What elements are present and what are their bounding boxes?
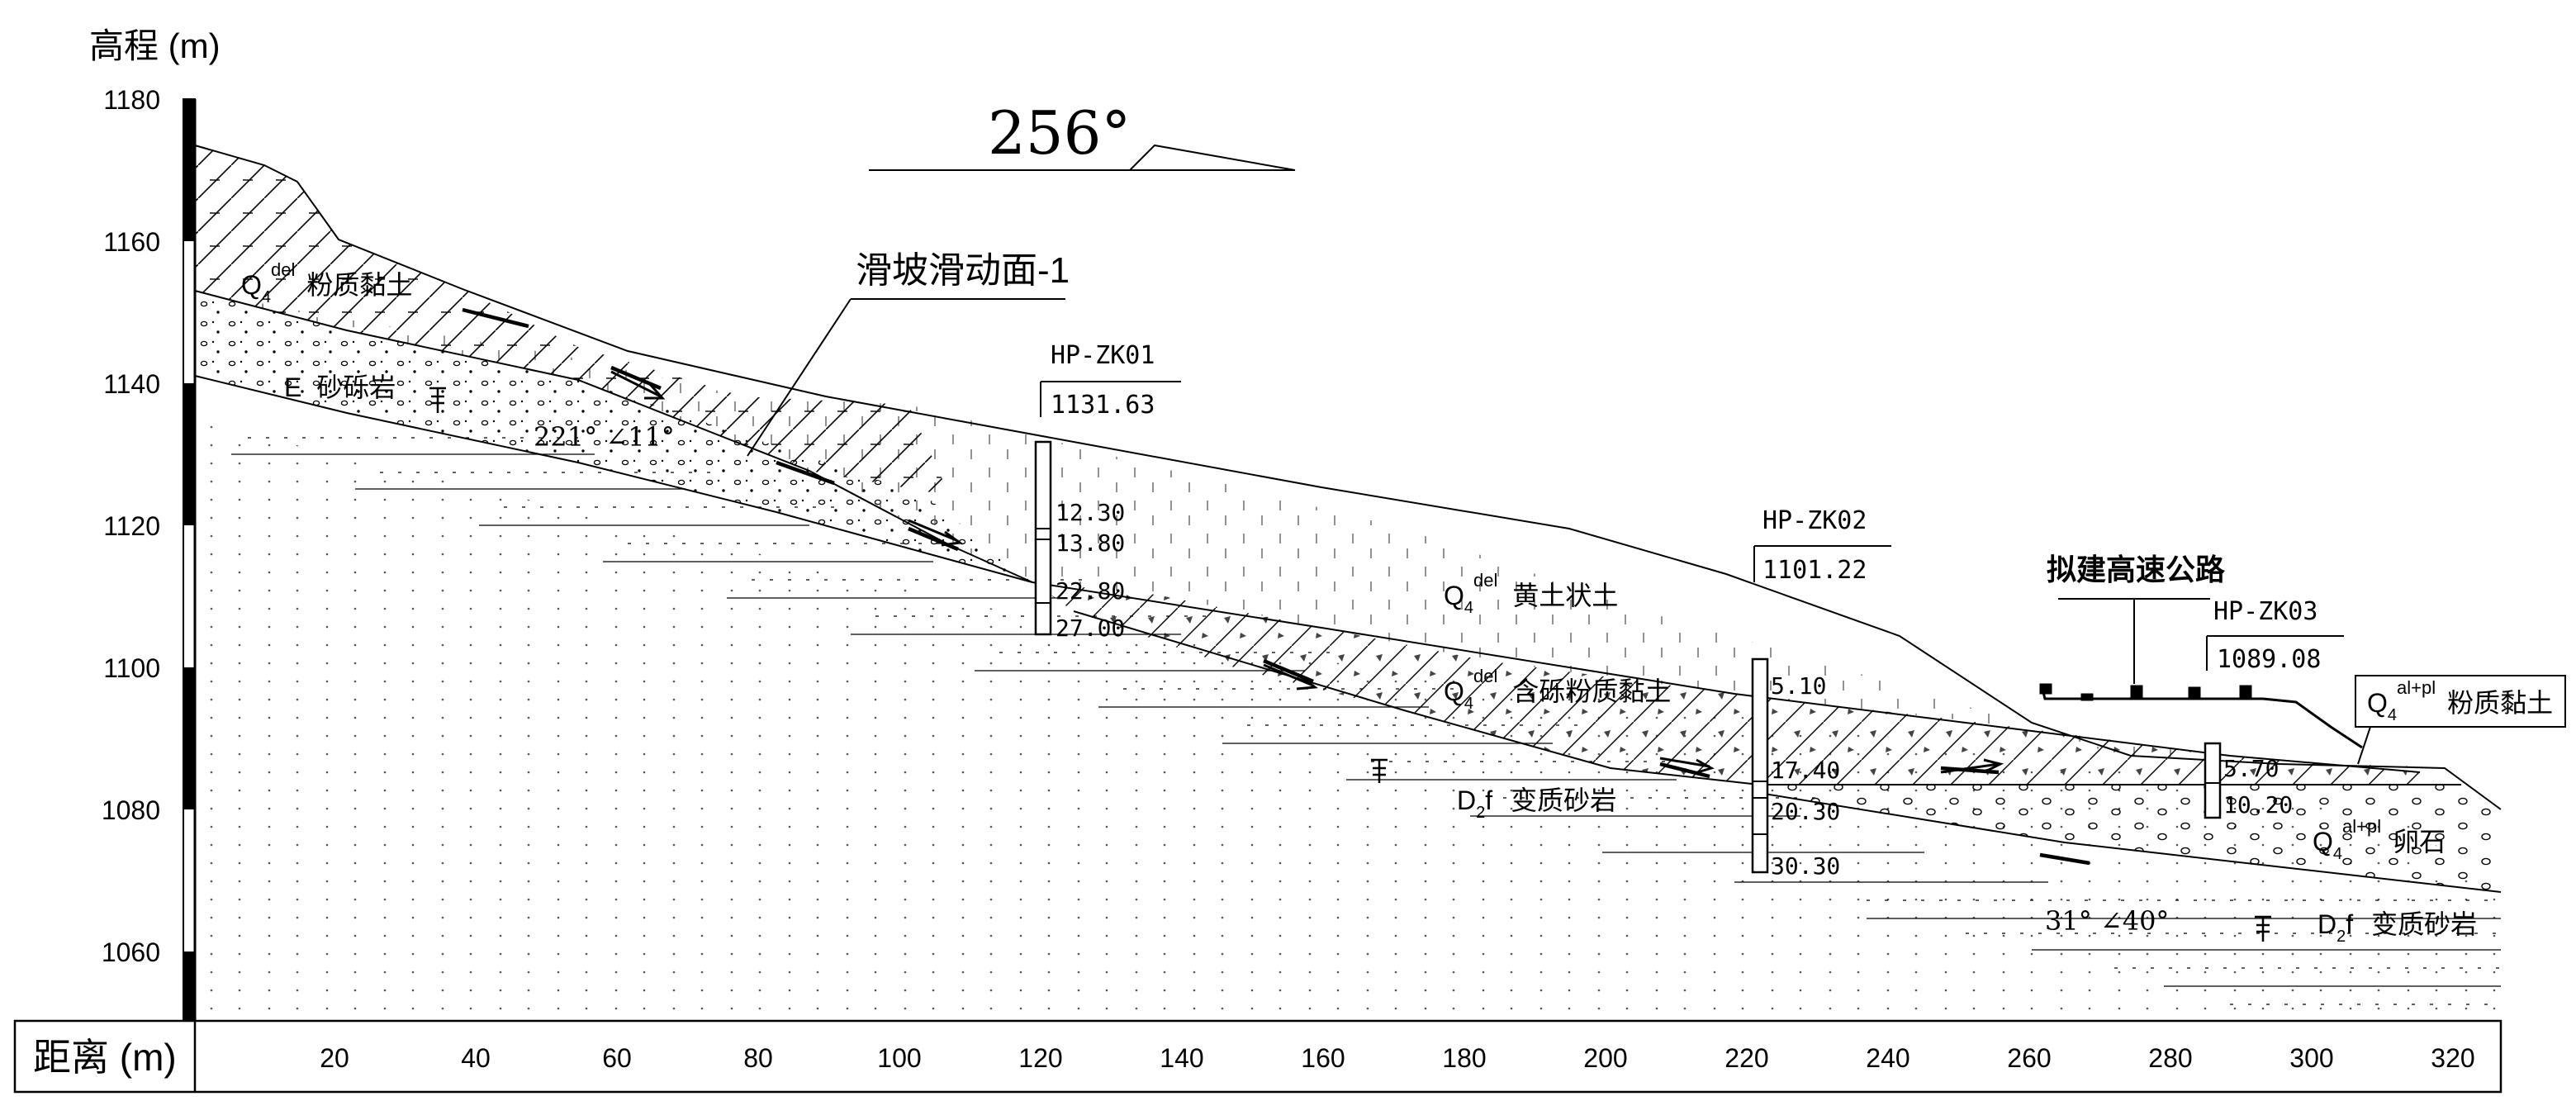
pebble-base-line [1758,792,2502,893]
sandstone-base-line [194,375,1033,583]
x-tick-label: 280 [2148,1043,2192,1073]
y-tick-label: 1140 [103,369,160,399]
y-axis-title: 高程 (m) [89,26,221,65]
borehole-depth: 5.70 [2223,755,2279,782]
x-tick-label: 320 [2431,1043,2474,1073]
x-tick-label: 260 [2007,1043,2051,1073]
y-tick-label: 1060 [102,937,160,967]
layer-label-pebble: Q4al+pl卵石 [2313,816,2446,863]
borehole-depth: 12.30 [1056,499,1125,526]
borehole-hp-zk03: HP-ZK03 1089.08 5.70 10.20 [2204,597,2344,819]
x-tick-label: 300 [2289,1043,2333,1073]
borehole-depth: 13.80 [1056,529,1125,557]
direction-label: 256° [988,98,1131,168]
road-label: 拟建高速公路 [2047,553,2226,586]
svg-text:Q4del含砾粉质黏土: Q4del含砾粉质黏土 [1444,666,1671,713]
x-tick-label: 60 [602,1043,632,1073]
x-tick-label: 200 [1583,1043,1627,1073]
slide-surface-callout [747,298,1065,457]
direction-indicator [869,144,1296,171]
borehole-elevation: 1089.08 [2217,645,2321,674]
x-tick-label: 140 [1160,1043,1203,1073]
y-tick-label: 1180 [103,85,160,115]
bedding-attitude: 221° ∠11° [534,421,675,453]
layer-bedrock [195,421,2501,1021]
x-tick-label: 80 [743,1043,773,1073]
groundwater-symbols [429,387,2271,942]
y-tick-label: 1120 [103,511,160,541]
borehole-hp-zk02: HP-ZK02 1101.22 5.10 17.40 20.30 30.30 [1751,506,1891,880]
ground-surface-line [194,145,2502,810]
clay-base-line [194,290,1033,583]
borehole-depth: 27.00 [1056,615,1125,642]
layer-label-upper-clay: Q4del粉质黏土 [241,259,412,306]
svg-text:Q4del粉质黏土: Q4del粉质黏土 [241,259,412,306]
distance-axis-box [13,1019,2502,1094]
x-tick-label: 100 [877,1043,921,1073]
borehole-name: HP-ZK02 [1762,506,1867,535]
layer-upper-clay [195,145,950,496]
slide-surface-label: 滑坡滑动面-1 [856,250,1070,291]
borehole-hp-zk01: HP-ZK01 1131.63 12.30 13.80 22.80 27.00 [1034,341,1181,642]
svg-text:Q4al+pl卵石: Q4al+pl卵石 [2313,816,2446,863]
borehole-depth: 30.30 [1771,852,1840,880]
proposed-highway [2039,598,2363,749]
layer-label-alluvial-clay: Q4al+pl粉质黏土 [2355,675,2566,765]
x-axis-title: 距离 (m) [33,1036,177,1079]
slide-surface-line [462,307,2090,866]
slip-direction-arrows [610,370,2004,775]
x-tick-label: 240 [1866,1043,1909,1073]
x-tick-label: 20 [320,1043,349,1073]
bedding-attitude: 31° ∠40° [2045,905,2169,937]
svg-text:Q4del黄土状土: Q4del黄土状土 [1444,570,1618,617]
y-tick-label: 1160 [103,227,160,257]
x-tick-label: 180 [1442,1043,1486,1073]
x-tick-label: 160 [1301,1043,1345,1073]
y-tick-label: 1080 [102,795,160,825]
x-tick-label: 220 [1724,1043,1768,1073]
y-axis-ticks: 1180 1160 1140 1120 1100 1080 1060 [102,85,160,967]
layer-label-gravelly-clay: Q4del含砾粉质黏土 [1444,666,1671,713]
layer-gravel-sandstone [195,291,1032,582]
borehole-depth: 22.80 [1056,577,1125,605]
svg-text:Q4al+pl粉质黏土: Q4al+pl粉质黏土 [2367,677,2553,724]
borehole-depth: 5.10 [1771,672,1826,700]
borehole-depth: 20.30 [1771,798,1840,825]
elevation-scale-bar [183,98,197,1022]
gravelly-clay-top-line [1032,581,2421,773]
layer-label-loess: Q4del黄土状土 [1444,570,1618,617]
borehole-name: HP-ZK01 [1051,341,1155,370]
x-tick-label: 120 [1018,1043,1062,1073]
x-axis-ticks: 20 40 60 80 100 120 140 160 180 200 220 … [320,1043,2474,1073]
borehole-depth: 10.20 [2223,791,2293,819]
y-tick-label: 1100 [103,653,160,683]
borehole-elevation: 1131.63 [1051,391,1155,420]
borehole-elevation: 1101.22 [1762,556,1867,585]
x-tick-label: 40 [461,1043,491,1073]
borehole-name: HP-ZK03 [2213,597,2317,626]
bedrock-bedding-lines [231,453,2501,987]
layer-pebble [1759,785,2501,892]
borehole-depth: 17.40 [1771,757,1840,784]
